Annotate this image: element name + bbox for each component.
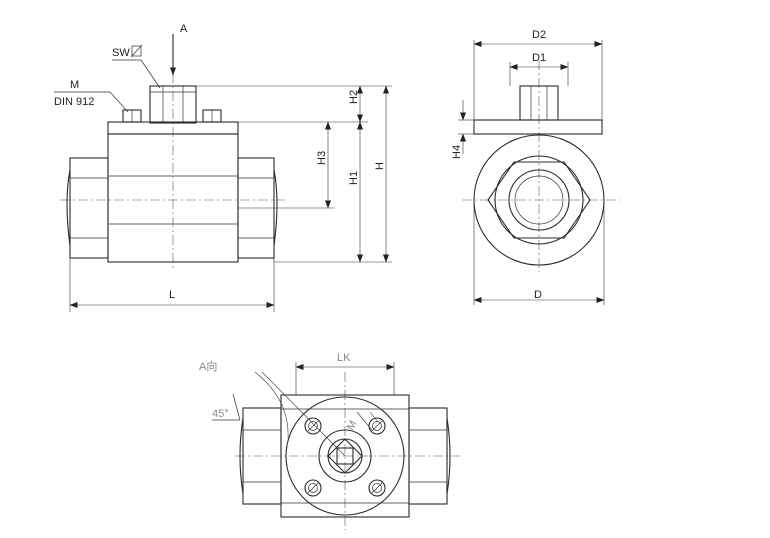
l-label: L <box>169 289 175 301</box>
side-view: D2 D1 H4 D <box>451 29 620 305</box>
d-label: D <box>534 289 542 301</box>
din-label: DIN 912 <box>54 96 94 108</box>
d2-label: D2 <box>532 29 546 41</box>
bolt-hole-br <box>368 479 386 497</box>
view-a-label: A向 <box>199 359 217 373</box>
bolt-hole-tl <box>304 417 322 435</box>
h2-label: H2 <box>348 90 360 104</box>
front-view: A SW M DIN 912 <box>54 23 392 312</box>
m-label: M <box>70 79 79 91</box>
arrow-a-label: A <box>180 23 188 35</box>
lk-label: LK <box>337 352 351 364</box>
sw-label: SW <box>112 47 130 59</box>
angle-label: 45° <box>212 408 229 420</box>
h-label: H <box>374 162 386 170</box>
d1-label: D1 <box>532 52 546 64</box>
h3-label: H3 <box>316 151 328 165</box>
bolt-hole-bl <box>304 479 322 497</box>
h1-label: H1 <box>348 171 360 185</box>
h4-label: H4 <box>451 145 463 159</box>
top-view: LK 45° A向 M <box>199 352 460 530</box>
